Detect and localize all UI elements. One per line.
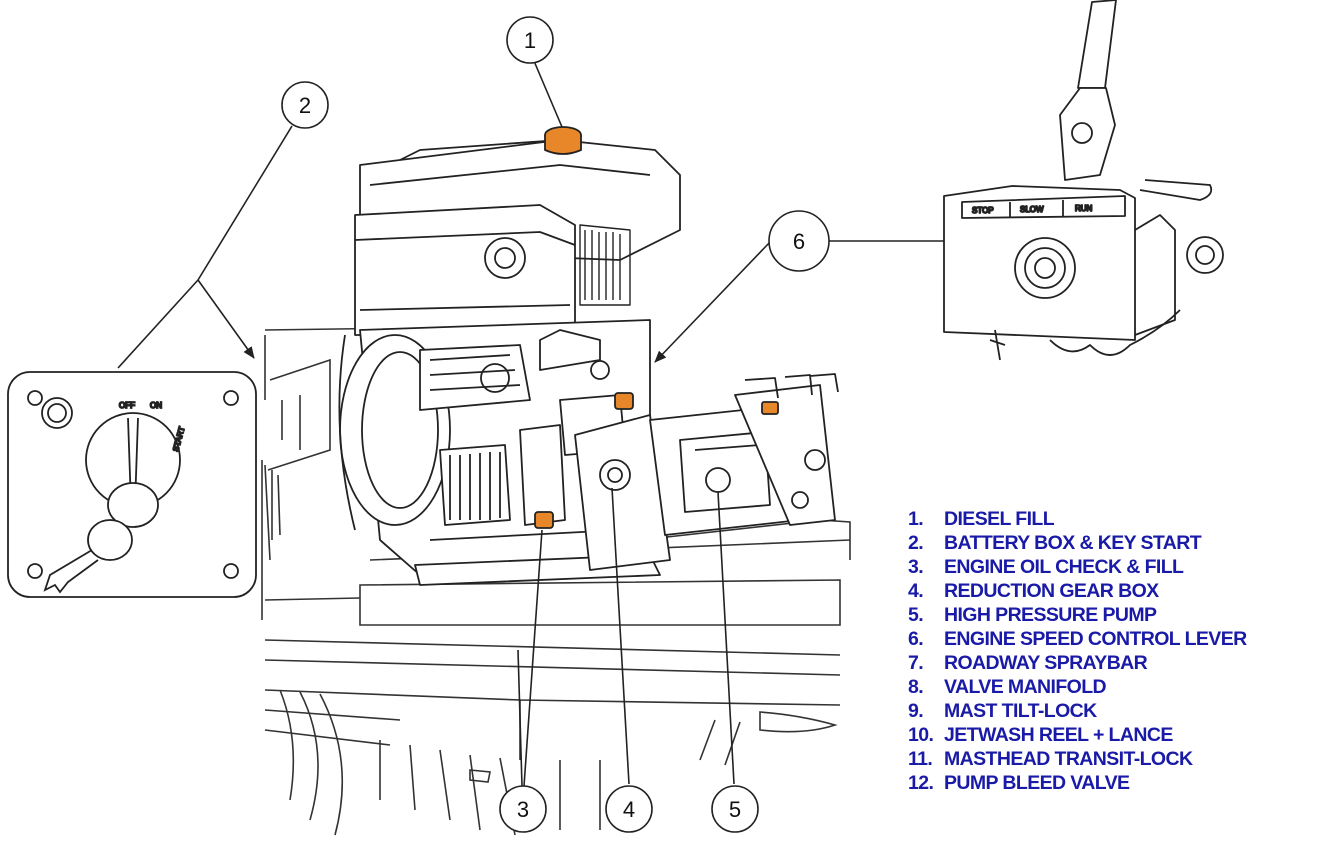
legend-number: 5. (908, 604, 924, 626)
leader-lines (117, 60, 944, 787)
callout-4-number: 4 (623, 797, 635, 822)
legend-label: MAST TILT-LOCK (944, 700, 1097, 722)
legend-item: 1. DIESEL FILL (908, 507, 1247, 531)
speed-control-lever-panel: STOP SLOW RUN (943, 0, 1224, 361)
legend-number: 11. (908, 748, 933, 770)
callout-6-number: 6 (793, 229, 805, 254)
legend-label: ENGINE OIL CHECK & FILL (944, 556, 1184, 578)
legend-item: 7. ROADWAY SPRAYBAR (908, 651, 1247, 675)
lever-position-slow: SLOW (1020, 205, 1044, 214)
legend-number: 12. (908, 772, 934, 794)
legend-item: 12. PUMP BLEED VALVE (908, 771, 1247, 795)
legend-item: 9. MAST TILT-LOCK (908, 699, 1247, 723)
legend-number: 7. (908, 652, 924, 674)
callout-3: 3 (499, 785, 547, 833)
legend-number: 9. (908, 700, 924, 722)
callout-1: 1 (506, 16, 554, 64)
legend-label: HIGH PRESSURE PUMP (944, 604, 1157, 626)
callout-2-number: 2 (299, 93, 311, 118)
legend-number: 8. (908, 676, 924, 698)
component-legend: 1.DIESEL FILL 2.BATTERY BOX & KEY START … (908, 507, 1247, 795)
legend-item: 5. HIGH PRESSURE PUMP (908, 603, 1247, 627)
legend-number: 3. (908, 556, 924, 578)
legend-item: 10. JETWASH REEL + LANCE (908, 723, 1247, 747)
callout-4: 4 (605, 785, 653, 833)
legend-label: JETWASH REEL + LANCE (944, 724, 1173, 746)
callout-2: 2 (281, 81, 329, 129)
legend-number: 10. (908, 724, 934, 746)
legend-label: REDUCTION GEAR BOX (944, 580, 1159, 602)
diesel-engine (338, 126, 681, 586)
legend-label: ENGINE SPEED CONTROL LEVER (944, 628, 1247, 650)
legend-number: 4. (908, 580, 924, 602)
key-start-panel: OFF ON START (7, 371, 257, 598)
legend-number: 6. (908, 628, 924, 650)
legend-item: 4. REDUCTION GEAR BOX (908, 579, 1247, 603)
legend-item: 3. ENGINE OIL CHECK & FILL (908, 555, 1247, 579)
callout-5-number: 5 (729, 797, 741, 822)
legend-label: DIESEL FILL (944, 508, 1055, 530)
callout-1-number: 1 (524, 28, 536, 53)
legend-label: MASTHEAD TRANSIT-LOCK (944, 748, 1193, 770)
legend-item: 8. VALVE MANIFOLD (908, 675, 1247, 699)
legend-item: 2. BATTERY BOX & KEY START (908, 531, 1247, 555)
legend-item: 6. ENGINE SPEED CONTROL LEVER (908, 627, 1247, 651)
gearbox-and-pump (574, 373, 839, 571)
legend-item: 11. MASTHEAD TRANSIT-LOCK (908, 747, 1247, 771)
legend-label: ROADWAY SPRAYBAR (944, 652, 1148, 674)
lever-position-run: RUN (1075, 204, 1093, 213)
callout-6: 6 (768, 210, 830, 272)
callout-3-number: 3 (517, 797, 529, 822)
key-position-on: ON (150, 401, 162, 410)
callout-5: 5 (711, 785, 759, 833)
legend-label: BATTERY BOX & KEY START (944, 532, 1202, 554)
legend-label: VALVE MANIFOLD (944, 676, 1107, 698)
legend-label: PUMP BLEED VALVE (944, 772, 1130, 794)
legend-number: 2. (908, 532, 924, 554)
key-position-off: OFF (119, 401, 135, 410)
legend-number: 1. (908, 508, 924, 530)
lever-position-stop: STOP (972, 206, 994, 215)
